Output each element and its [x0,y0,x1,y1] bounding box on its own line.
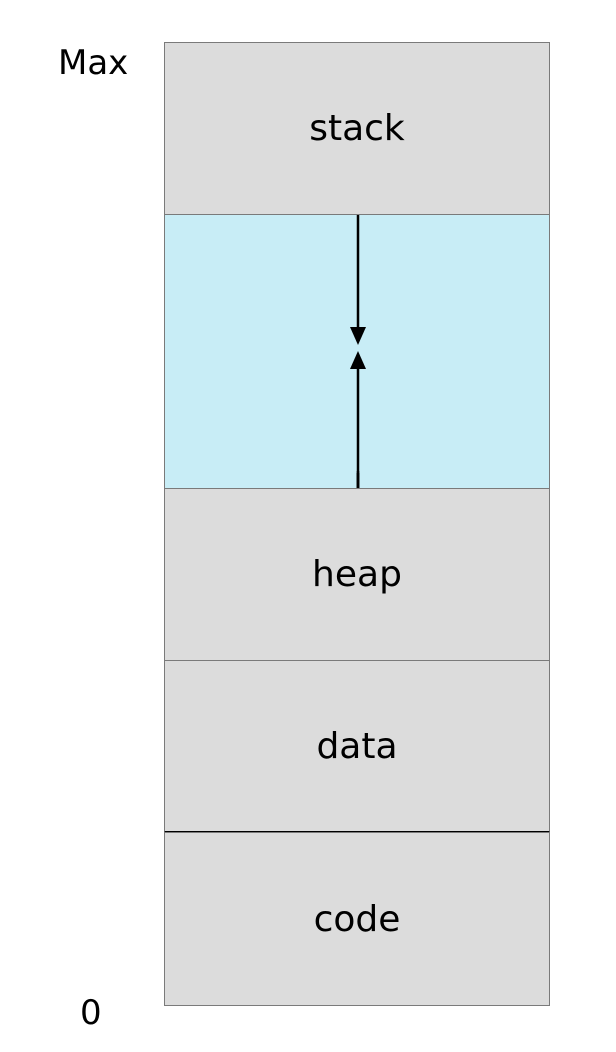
heap-segment: heap [164,488,550,661]
code-label: code [313,898,401,940]
max-address-label: Max [58,43,129,83]
zero-address-label: 0 [80,993,102,1033]
heap-growth-up-arrow [350,351,366,490]
code-segment: code [164,832,550,1006]
data-segment: data [164,660,550,833]
address-space-diagram: stack heap [164,42,550,1006]
stack-growth-down-arrow [350,215,366,345]
stack-label: stack [309,108,405,149]
stack-segment: stack [164,42,550,215]
heap-label: heap [312,554,402,595]
growth-arrows [350,215,366,490]
data-label: data [316,725,398,767]
free-space-region [164,214,550,490]
